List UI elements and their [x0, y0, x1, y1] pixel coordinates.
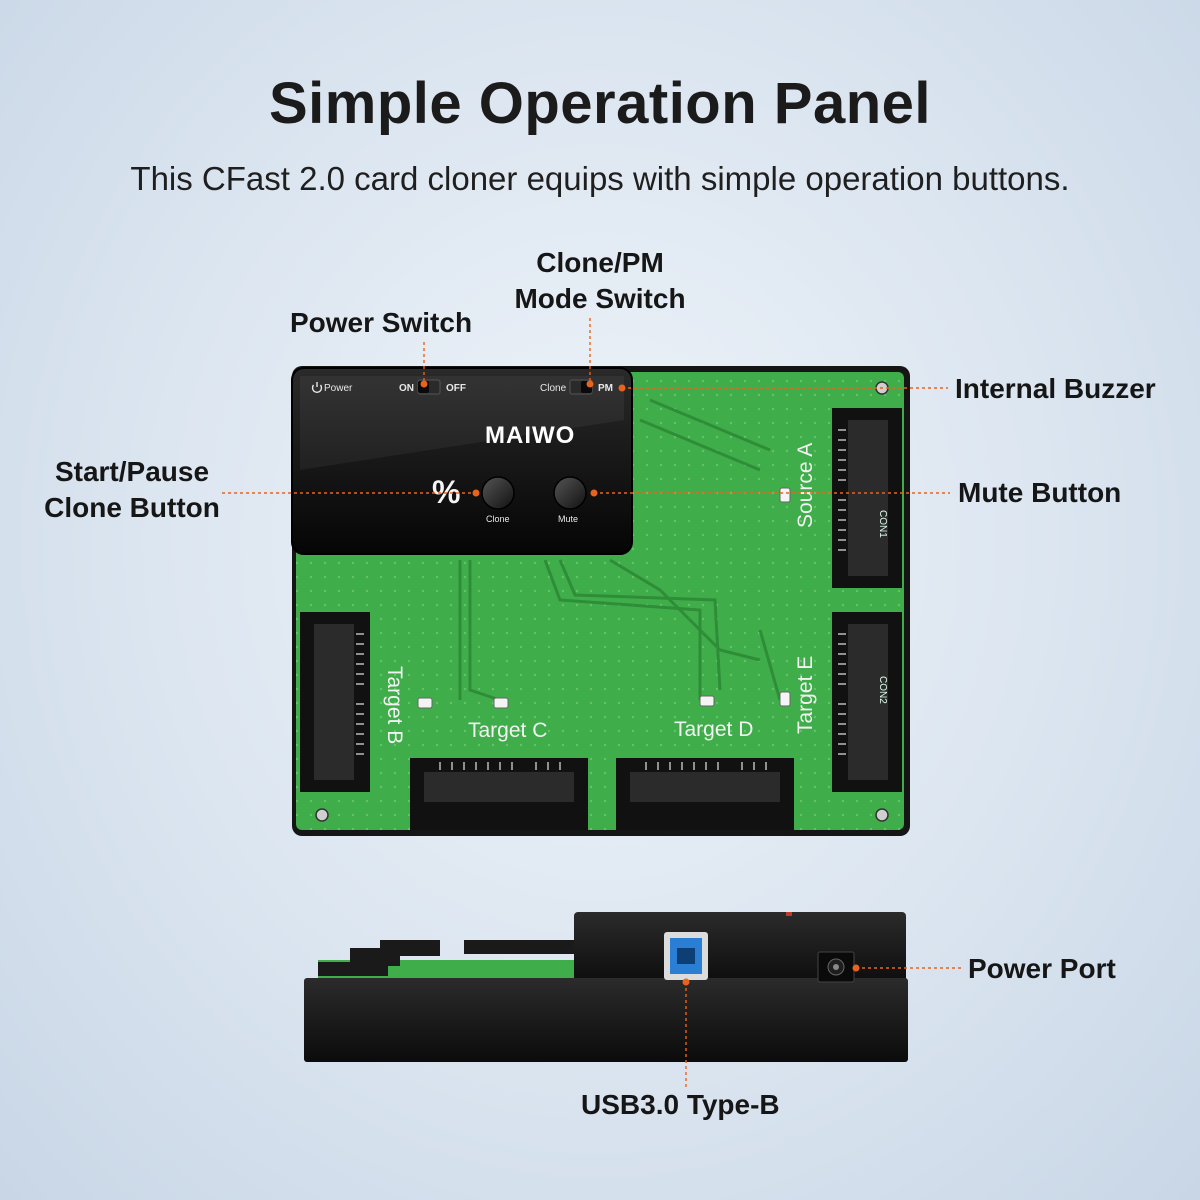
off-label: OFF	[446, 383, 466, 394]
target-b-slot[interactable]	[300, 612, 370, 792]
source-a-label: Source A	[794, 443, 817, 528]
mute-button-label: Mute	[558, 514, 578, 524]
target-c-slot[interactable]	[410, 758, 588, 830]
callout-clone-pm-line2: Mode Switch	[514, 283, 686, 314]
power-icon	[311, 382, 323, 394]
operation-panel	[291, 367, 633, 555]
callout-power-switch: Power Switch	[290, 307, 473, 338]
mute-button[interactable]	[553, 476, 587, 510]
status-leds	[417, 487, 791, 709]
callout-usb-type-b: USB3.0 Type-B	[581, 1089, 780, 1120]
target-b-label: Target B	[383, 666, 406, 744]
callout-mute-button: Mute Button	[958, 477, 1122, 508]
source-a-slot[interactable]	[832, 408, 902, 588]
callout-start-pause: Start/Pause Clone Button	[30, 454, 234, 526]
callout-clone-pm-line1: Clone/PM	[536, 247, 664, 278]
con1-label: CON1	[877, 510, 888, 538]
target-d-label: Target D	[674, 718, 753, 741]
con2-label: CON2	[877, 676, 888, 704]
target-e-label: Target E	[794, 656, 817, 734]
callout-internal-buzzer: Internal Buzzer	[955, 373, 1156, 404]
callout-start-pause-line1: Start/Pause	[54, 456, 210, 487]
page-subtitle: This CFast 2.0 card cloner equips with s…	[130, 160, 1070, 197]
target-e-slot[interactable]	[832, 612, 902, 792]
callout-power-port: Power Port	[968, 953, 1116, 984]
on-label: ON	[399, 383, 414, 394]
callout-start-pause-line2: Clone Button	[44, 492, 220, 523]
clone-button-label: Clone	[486, 514, 510, 524]
target-d-slot[interactable]	[616, 758, 794, 830]
clone-button[interactable]	[481, 476, 515, 510]
callout-clone-pm-switch: Clone/PM Mode Switch	[500, 245, 700, 317]
brand-logo: MAIWO	[485, 422, 575, 449]
page-title: Simple Operation Panel	[268, 71, 932, 136]
clone-mode-label: Clone	[540, 383, 567, 394]
target-c-label: Target C	[468, 719, 547, 742]
progress-percent-display: %	[432, 474, 460, 510]
power-label: Power	[324, 383, 353, 394]
pm-mode-label: PM	[598, 383, 613, 394]
